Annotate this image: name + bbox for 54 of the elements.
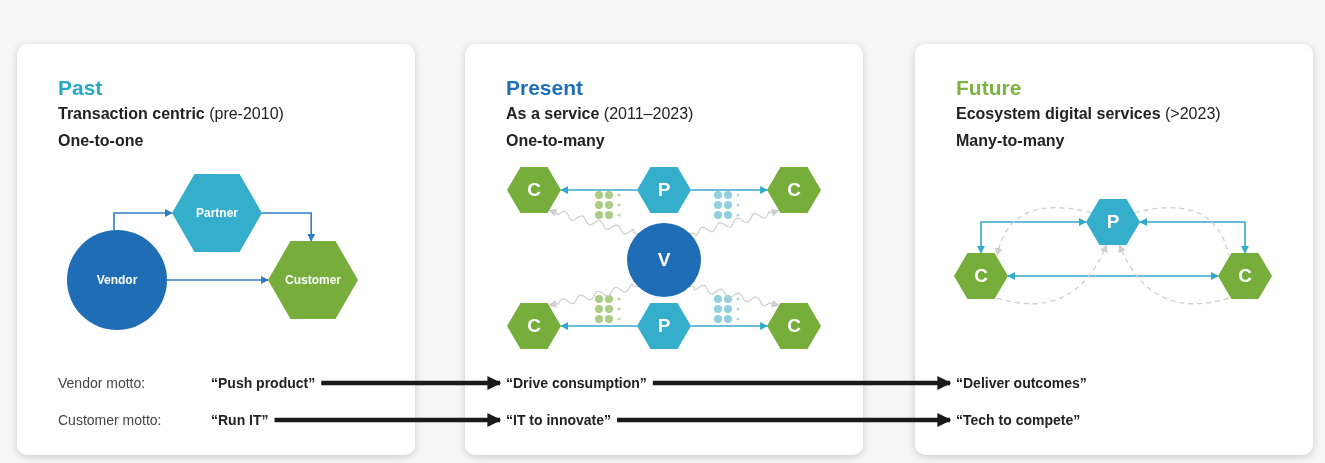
hexagon-node: P <box>1086 199 1140 245</box>
dashed-arrow <box>1118 244 1230 305</box>
arrow <box>977 218 1087 254</box>
card-subheading: One-to-one <box>58 132 144 150</box>
arrow <box>166 276 269 284</box>
circle-node: Vendor <box>67 230 167 330</box>
motto-text: “Deliver outcomes” <box>956 374 1087 392</box>
card-title: Future <box>956 76 1022 100</box>
arrow <box>113 209 173 231</box>
card-title: Past <box>58 76 103 100</box>
card-subtitle: Transaction centric (pre-2010) <box>58 105 284 123</box>
arrow <box>1007 272 1219 280</box>
arrow <box>617 413 952 427</box>
arrow <box>560 186 638 194</box>
arrow <box>652 376 952 390</box>
motto-text: “IT to innovate” <box>506 411 611 429</box>
card-subtitle: Ecosystem digital services (>2023) <box>956 105 1221 123</box>
arrow <box>1139 218 1249 254</box>
motto-text: “Tech to compete” <box>956 411 1081 429</box>
stage-card <box>17 44 415 455</box>
hexagon-node: P <box>637 303 691 349</box>
wavy-arrow <box>689 208 780 237</box>
arrow <box>690 322 768 330</box>
hexagon-node: P <box>637 167 691 213</box>
arrow <box>274 413 502 427</box>
stage-card <box>915 44 1313 455</box>
hexagon-node: C <box>767 167 821 213</box>
wavy-arrow <box>548 283 639 308</box>
card-subtitle: As a service (2011–2023) <box>506 105 694 123</box>
motto-text: “Run IT” <box>211 411 269 429</box>
hexagon-node: Customer <box>268 241 358 319</box>
motto-text: “Drive consumption” <box>506 374 647 392</box>
hexagon-node: C <box>507 167 561 213</box>
dashed-arrow <box>995 207 1093 257</box>
circle-node: V <box>627 223 701 297</box>
motto-label: Customer motto: <box>58 411 162 429</box>
hexagon-node: C <box>767 303 821 349</box>
hexagon-node: Partner <box>172 174 262 252</box>
card-subheading: One-to-many <box>506 132 605 150</box>
arrow <box>321 376 502 390</box>
arrow <box>690 186 768 194</box>
motto-label: Vendor motto: <box>58 374 146 392</box>
motto-text: “Push product” <box>211 374 316 392</box>
card-subheading: Many-to-many <box>956 132 1065 150</box>
arrow <box>261 212 316 242</box>
stage-card <box>465 44 863 455</box>
arrow <box>560 322 638 330</box>
hexagon-node: C <box>954 253 1008 299</box>
wavy-arrow <box>689 284 780 308</box>
hexagon-node: C <box>507 303 561 349</box>
card-title: Present <box>506 76 584 100</box>
hexagon-node: C <box>1218 253 1272 299</box>
wavy-arrow <box>548 208 639 235</box>
dashed-arrow <box>996 244 1108 305</box>
